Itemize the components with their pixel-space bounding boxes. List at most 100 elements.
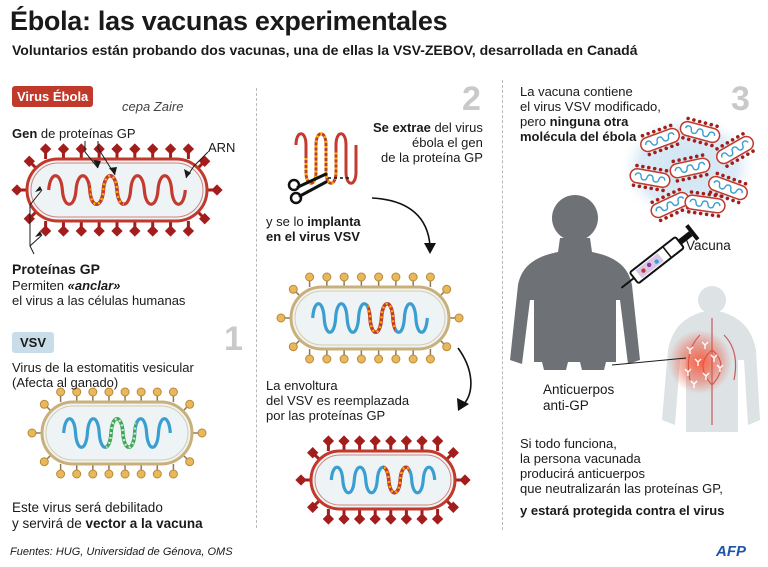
page-subtitle: Voluntarios están probando dos vacunas, … [12,42,638,58]
vsv-protein [197,428,207,438]
envelope-desc-1: La envoltura [266,378,338,393]
vaccine-desc-4: molécula del ébola [520,129,637,144]
vsv-protein [391,354,401,364]
vsv-protein [152,469,162,479]
vsv-protein [454,313,464,323]
vsv-protein [408,272,418,282]
gp-protein [295,474,307,486]
vsv-protein [104,469,114,479]
virion-inner-membrane [45,405,189,461]
gp-protein [75,225,87,237]
extract-desc-3: de la proteína GP [381,150,483,165]
gp-protein [147,225,159,237]
result-desc-4: que neutralizarán las proteínas GP, [520,481,723,496]
vsv-protein [425,272,435,282]
ebola-virion [11,143,223,237]
gp-protein [39,143,52,155]
antibody-icon [694,358,702,366]
vsv-desc-2: (Afecta al ganado) [12,375,119,390]
virion-inner-membrane [314,454,452,506]
arrowhead [35,231,42,237]
gp-protein [369,513,381,525]
gp-protein [147,143,159,155]
gp-protein [307,447,319,459]
gp-protein [57,225,70,237]
extract-desc-2: ébola el gen [412,135,483,150]
vaccine-desc-3a: pero [520,114,550,129]
vsv-protein [425,354,435,364]
vsv-protein [56,469,66,479]
vsv-protein [339,354,349,364]
gp-protein [182,143,195,155]
divider-1 [256,88,257,528]
antibody-icon [702,372,710,380]
vsv-desc-1: Virus de la estomatitis vesicular [12,360,194,375]
vsv-virion [27,387,207,479]
gp-protein [164,143,177,155]
afp-logo: AFP [716,543,746,560]
gp-protein [338,513,350,525]
extract-desc-1: Se extrae del virus [373,120,483,135]
virion-capsule [40,400,194,466]
vaccine-desc-2: el virus VSV modificado, [520,99,661,114]
ebola-strain-label: cepa Zaire [122,99,184,114]
gp-protein [369,435,381,447]
page-title: Ébola: las vacunas experimentales [10,6,448,36]
gp-protein [447,501,459,513]
proteins-desc-1b: «anclar» [67,278,121,293]
gp-protein [39,225,52,237]
vsv-protein [136,469,146,479]
antibody-icon [710,354,718,362]
step-number-1: 1 [224,320,243,358]
vsv-protein [305,272,315,282]
vsv-protein [120,469,130,479]
vsv-protein [72,469,82,479]
arrowhead [93,160,101,168]
antibodies [684,341,724,388]
gp-protein [416,513,428,525]
weakened-desc-2a: y servirá de [12,516,86,531]
vsv-protein [374,272,384,282]
vsv-protein [288,342,298,352]
gp-protein [353,513,366,525]
vaccine-desc-1: La vacuna contiene [520,84,633,99]
vsv-protein [391,272,401,282]
implant-desc-1a: y se lo [266,214,308,229]
gp-protein [111,143,123,155]
gp-protein [307,501,319,513]
proteins-desc-2: el virus a las células humanas [12,293,186,308]
mini-virion [679,116,721,148]
gp-protein [322,513,335,525]
vsv-protein [185,399,195,409]
gp-protein [11,184,23,196]
mini-virion [669,153,711,183]
antibody-leader-line [611,357,687,366]
vsv-protein [56,387,66,397]
weakened-desc-2b: vector a la vacuna [85,516,203,531]
weakened-desc-2: y servirá de vector a la vacuna [12,516,203,531]
antibody-icon [716,364,724,372]
implant-desc-1: y se lo implanta [266,214,361,229]
proteins-title: Proteínas GP [12,261,100,277]
mini-virions [629,116,755,223]
step-number-3: 3 [731,80,750,118]
vsv-protein [322,354,332,364]
vsv-protein [442,342,452,352]
antibodies-label-2: anti-GP [543,398,589,413]
scissors-icon [287,172,350,205]
virion-inner-membrane [294,290,446,346]
vsv-protein [276,313,286,323]
vsv-badge: VSV [12,332,55,353]
proteins-desc-1a: Permiten [12,278,68,293]
vsv-protein [374,354,384,364]
modified-vsv-virion [276,272,464,364]
gene-label-rest: de proteínas GP [37,126,136,141]
vsv-protein [356,354,366,364]
vsv-protein [288,284,298,294]
result-desc-1: Si todo funciona, [520,436,617,451]
mini-virion [715,132,755,168]
vsv-protein [136,387,146,397]
vsv-protein [88,469,98,479]
gp-protein [400,513,413,525]
vsv-protein [39,399,49,409]
